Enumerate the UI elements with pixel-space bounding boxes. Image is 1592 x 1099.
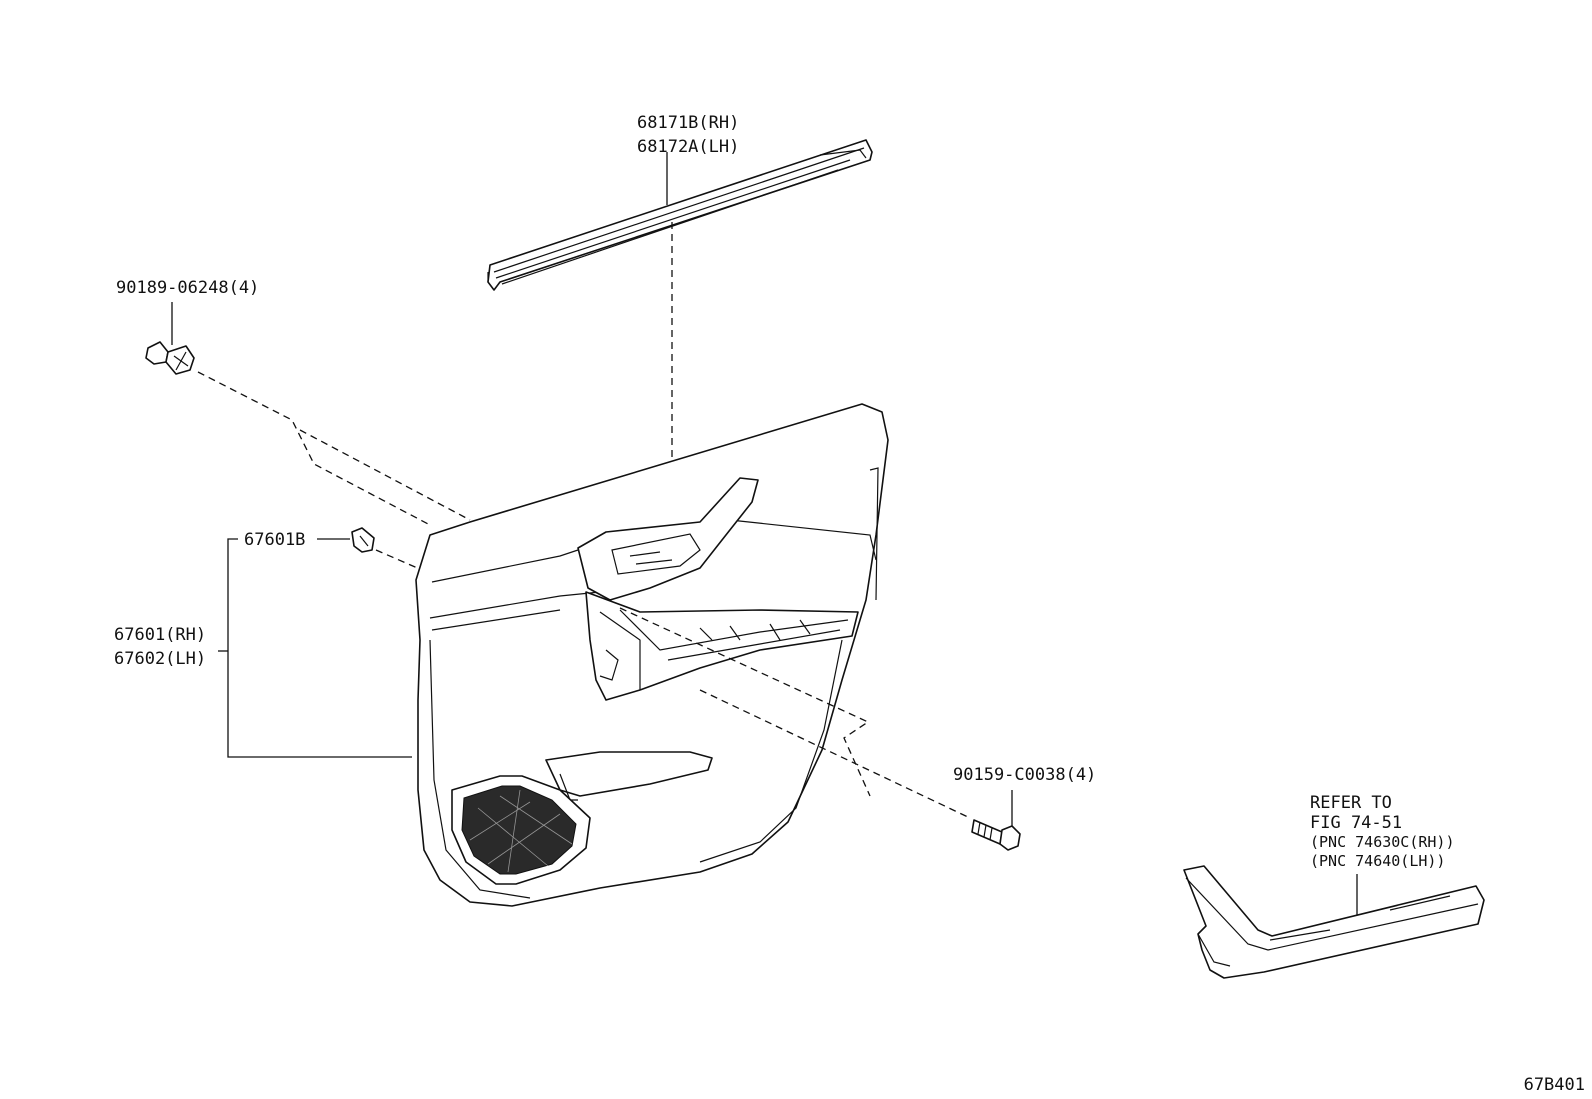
- weatherstrip-lh-label: 68172A(LH): [637, 137, 739, 157]
- door-trim-panel: [415, 403, 889, 907]
- panel-bracket: [227, 538, 412, 758]
- clip-side-label: 67601B: [244, 530, 305, 550]
- clip-top-label: 90189-06248(4): [116, 278, 259, 298]
- weatherstrip-part: [487, 139, 873, 291]
- clip-top-guide-a: [197, 371, 431, 526]
- clip-top-part: [145, 341, 195, 375]
- screw-guide-a: [619, 607, 871, 797]
- panel-lh-label: 67602(LH): [114, 649, 206, 669]
- reference-line-2: FIG 74-51: [1310, 813, 1402, 833]
- clip-top-guide-b: [299, 429, 471, 521]
- screw-label: 90159-C0038(4): [953, 765, 1096, 785]
- clip-side-part: [351, 527, 375, 553]
- reference-line-1: REFER TO: [1310, 793, 1392, 813]
- reference-line-4: (PNC 74640(LH)): [1310, 852, 1445, 870]
- screw-guide-b: [699, 689, 971, 819]
- panel-rh-label: 67601(RH): [114, 625, 206, 645]
- figure-code: 67B401: [1524, 1075, 1585, 1095]
- reference-molding-part: [1183, 865, 1485, 979]
- weatherstrip-rh-label: 68171B(RH): [637, 113, 739, 133]
- clip-side-guide: [375, 549, 423, 571]
- reference-line-3: (PNC 74630C(RH)): [1310, 833, 1455, 851]
- screw-part: [971, 819, 1021, 851]
